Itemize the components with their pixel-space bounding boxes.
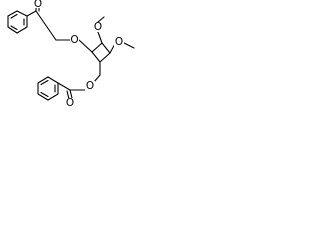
oxygen-label-carbonyl-bottom: O	[65, 97, 75, 109]
atom-o-ether-top: O	[70, 34, 78, 46]
benzene-ring-top	[7, 10, 28, 34]
atom-o-ether-bottom: O	[86, 80, 94, 92]
ester-linkage-bottom	[57, 61, 101, 100]
ester-linkage-top	[26, 4, 93, 53]
oxygen-label-ether-top: O	[70, 34, 79, 46]
atom-o-carbonyl-top: O	[34, 0, 42, 10]
atom-o-methoxy-lower: O	[115, 36, 123, 48]
central-ring	[91, 42, 111, 63]
atom-o-carbonyl-bottom: O	[66, 97, 74, 109]
oxygen-label-carbonyl-top: O	[34, 0, 42, 10]
oxygen-label-ether-bottom: O	[85, 80, 95, 92]
oxygen-label-methoxy-upper: O	[93, 21, 103, 33]
oxygen-label-methoxy-lower: O	[114, 36, 124, 48]
benzene-ring-bottom	[37, 76, 59, 101]
chemical-structure-diagram: O O O O O O	[7, 0, 135, 109]
atom-o-methoxy-upper: O	[94, 21, 102, 33]
